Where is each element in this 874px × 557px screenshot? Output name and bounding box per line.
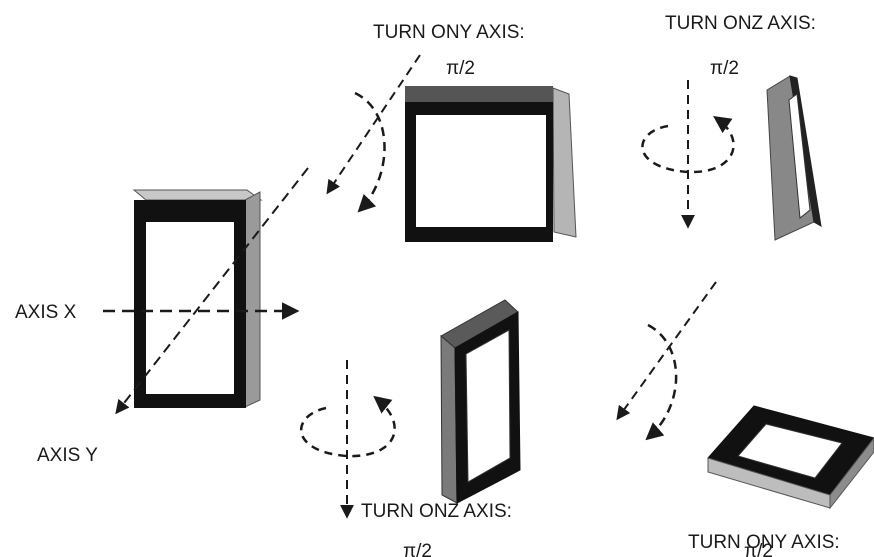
step3-rotation-arrow bbox=[645, 323, 678, 441]
frame-after-step3 bbox=[707, 405, 874, 510]
step1-rotation-arrow bbox=[354, 91, 386, 213]
step3-title: TURN ONY AXIS: bbox=[688, 532, 840, 553]
step4-title: TURN ONZ AXIS: bbox=[361, 501, 512, 522]
step1-rotation bbox=[326, 54, 421, 213]
step2-title: TURN ONZ AXIS: bbox=[665, 13, 816, 34]
step4-rotation bbox=[300, 360, 396, 519]
step4-angle: π/2 bbox=[403, 541, 432, 557]
step1-axis-line bbox=[326, 54, 421, 195]
step2-rotation-arrow bbox=[641, 116, 735, 174]
step1-title: TURN ONY AXIS: bbox=[373, 22, 525, 43]
step2-rotation bbox=[641, 80, 735, 229]
frame-after-step4 bbox=[440, 299, 521, 504]
step1-angle: π/2 bbox=[446, 58, 475, 79]
step3-rotation bbox=[616, 281, 717, 441]
step3-axis-line bbox=[616, 281, 717, 421]
step3-angle: π/2 bbox=[744, 541, 773, 557]
initial-frame bbox=[132, 189, 263, 408]
frame-after-step2 bbox=[766, 75, 822, 241]
axis-y-line bbox=[115, 167, 309, 415]
axis-x-label: AXIS X bbox=[15, 302, 77, 323]
frame-after-step1 bbox=[405, 86, 577, 242]
step4-rotation-arrow bbox=[300, 395, 396, 458]
axis-y-label: AXIS Y bbox=[37, 445, 98, 466]
step2-angle: π/2 bbox=[710, 58, 739, 79]
